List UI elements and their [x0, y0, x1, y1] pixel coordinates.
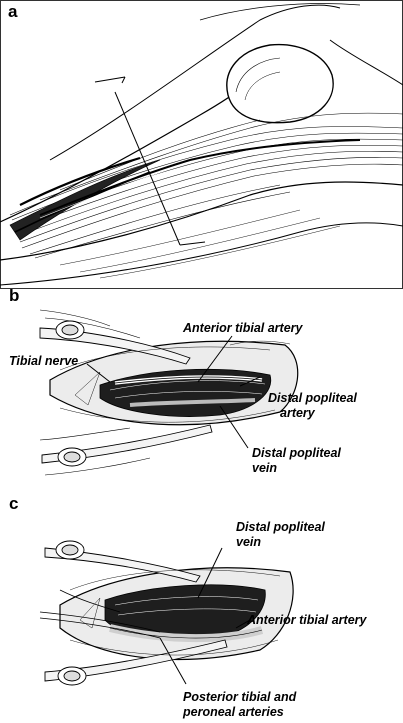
label-c-distal-popliteal-vein-line1: Distal popliteal: [236, 520, 325, 534]
panel-c-upper-retractor: [44, 540, 201, 583]
lower-retractor: [39, 424, 213, 476]
panel-a-knee-dissection-illustration: [0, 0, 403, 289]
label-b-distal-popliteal-vein-line2: vein: [252, 461, 278, 475]
panel-c-letter: c: [9, 494, 19, 513]
label-c-posterior-tibial-line1: Posterior tibial and: [183, 690, 297, 704]
upper-retractor: [39, 309, 191, 365]
label-c-anterior-tibial-artery: Anterior tibial artery: [247, 613, 367, 627]
label-b-anterior-tibial-artery: Anterior tibial artery: [183, 321, 303, 335]
panel-b-letter: b: [9, 286, 20, 305]
label-b-tibial-nerve: Tibial nerve: [9, 354, 79, 368]
label-c-distal-popliteal-vein-line2: vein: [236, 535, 262, 549]
incision-guide-lines: [94, 76, 206, 246]
panel-b-leader-lines: [86, 335, 261, 449]
label-b-distal-popliteal-artery-line2: artery: [280, 406, 315, 420]
label-c-posterior-tibial-line2: peroneal arteries: [183, 705, 284, 719]
label-b-distal-popliteal-artery-line1: Distal popliteal: [268, 391, 357, 405]
patella-shape: [226, 43, 334, 124]
panel-c-lower-retractor: [44, 639, 228, 686]
panel-c-vessel-loops: [39, 589, 161, 639]
label-b-distal-popliteal-vein-line1: Distal popliteal: [252, 446, 341, 460]
panel-a-letter: a: [8, 2, 18, 21]
panel-c-leader-lines: [159, 547, 251, 685]
